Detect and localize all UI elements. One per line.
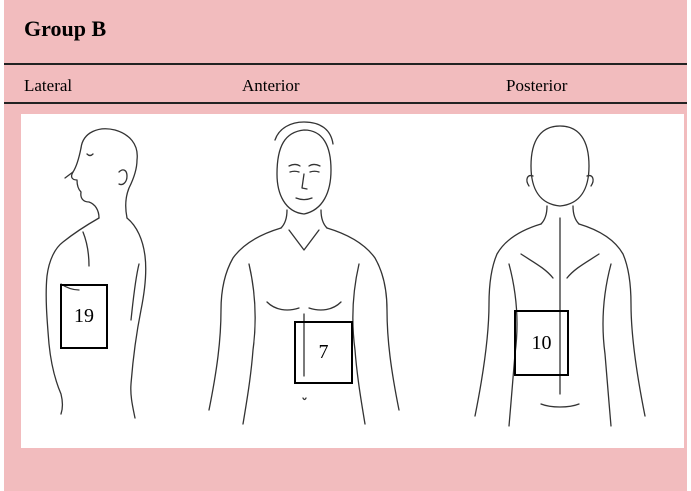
header-top-rule <box>4 63 687 65</box>
column-header-anterior: Anterior <box>242 76 300 96</box>
count-anterior: 7 <box>319 341 329 364</box>
column-header-posterior: Posterior <box>506 76 567 96</box>
lateral-body-figure <box>46 129 146 418</box>
column-header-row: Lateral Anterior Posterior <box>4 66 687 102</box>
count-lateral: 19 <box>74 305 94 328</box>
count-posterior: 10 <box>532 332 552 355</box>
group-title: Group B <box>24 16 106 42</box>
count-box-lateral: 19 <box>60 284 108 349</box>
group-panel: Group B Lateral Anterior Posterior <box>4 0 687 491</box>
count-box-posterior: 10 <box>514 310 569 376</box>
posterior-body-figure <box>475 126 645 426</box>
body-outlines <box>21 114 684 448</box>
body-figure-area: 19 7 10 <box>21 114 684 448</box>
column-header-lateral: Lateral <box>24 76 72 96</box>
count-box-anterior: 7 <box>294 321 353 384</box>
header-bottom-rule <box>4 102 687 104</box>
